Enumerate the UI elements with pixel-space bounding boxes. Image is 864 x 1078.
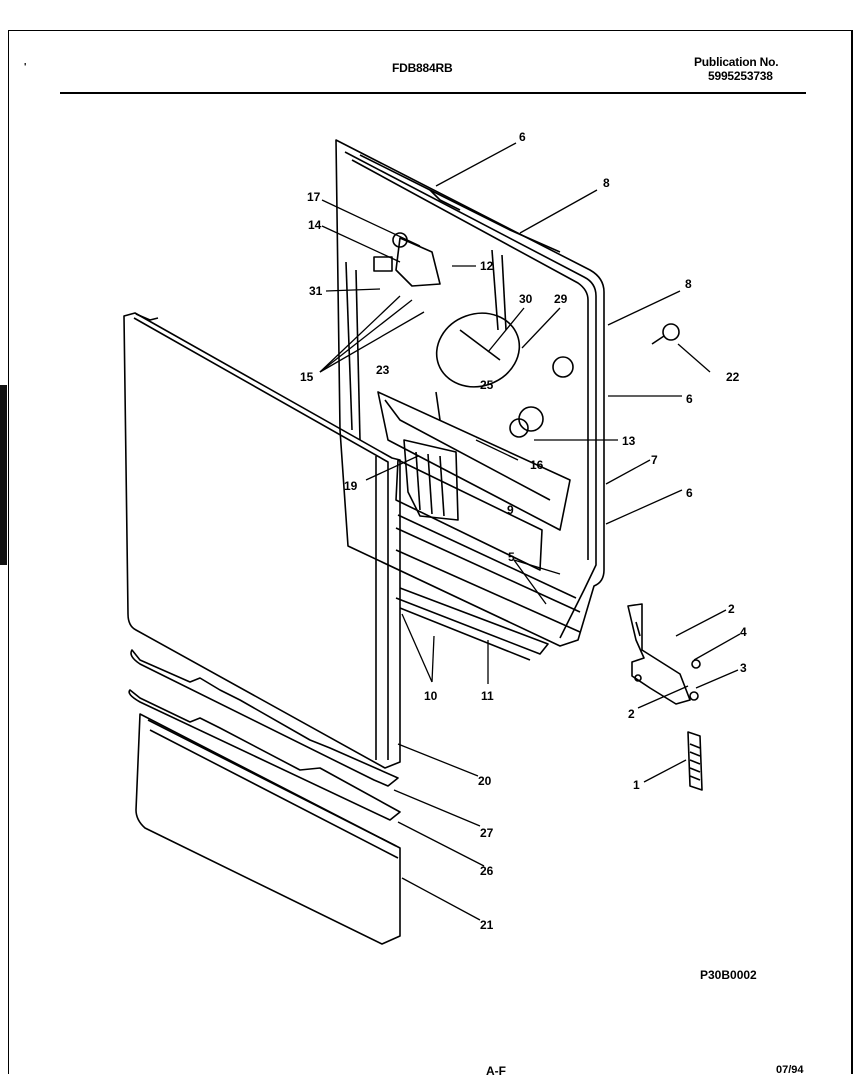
- kickplate: [135, 713, 401, 945]
- latch-assembly: [395, 237, 441, 287]
- callout-7: 7: [651, 453, 658, 467]
- inner-door-rim: [344, 151, 597, 639]
- callout-11: 11: [481, 689, 494, 703]
- callout-23: 23: [376, 363, 390, 377]
- callout-3: 3: [740, 661, 747, 675]
- callout-16: 16: [530, 458, 544, 472]
- callout-15: 15: [300, 370, 314, 384]
- outer-door-panel: [123, 312, 401, 769]
- bottom-channel: [395, 587, 549, 655]
- callout-25: 25: [480, 378, 494, 392]
- page-frame: [8, 30, 853, 1074]
- callout-1: 1: [633, 778, 640, 792]
- callout-31: 31: [309, 284, 323, 298]
- callout-22: 22: [726, 370, 740, 384]
- door-strip-27: [128, 689, 401, 821]
- model-number: FDB884RB: [392, 61, 453, 75]
- header-rule: [60, 92, 806, 94]
- callout-12: 12: [480, 259, 494, 273]
- callout-2a: 2: [728, 602, 735, 616]
- callout-30: 30: [519, 292, 533, 306]
- callout-10: 10: [424, 689, 438, 703]
- callout-5: 5: [508, 550, 515, 564]
- corner-tick: ': [24, 62, 27, 73]
- callout-27: 27: [480, 826, 494, 840]
- vent-hole: [552, 356, 574, 378]
- dispenser-cup: [435, 312, 521, 388]
- diagram-code: P30B0002: [700, 968, 757, 982]
- callout-8a: 8: [603, 176, 610, 190]
- door-spring: [687, 731, 703, 791]
- hinge-bracket: [627, 603, 691, 705]
- callout-2b: 2: [628, 707, 635, 721]
- callout-6a: 6: [519, 130, 526, 144]
- knob-22: [662, 323, 680, 341]
- door-seal-20: [130, 649, 399, 787]
- callout-21: 21: [480, 918, 494, 932]
- callout-13: 13: [622, 434, 636, 448]
- footer-left: A-F: [486, 1064, 506, 1078]
- inner-door-panel: [335, 139, 605, 647]
- callout-8b: 8: [685, 277, 692, 291]
- callout-4: 4: [740, 625, 747, 639]
- callout-19: 19: [344, 479, 358, 493]
- callout-17: 17: [307, 190, 321, 204]
- callout-20: 20: [478, 774, 492, 788]
- scan-edge-bar: [0, 385, 7, 565]
- callout-29: 29: [554, 292, 568, 306]
- callout-6c: 6: [686, 486, 693, 500]
- footer-right: 07/94: [776, 1064, 804, 1076]
- callout-26: 26: [480, 864, 494, 878]
- publication-label: Publication No.: [694, 55, 779, 69]
- callout-14: 14: [308, 218, 322, 232]
- callout-9: 9: [507, 503, 514, 517]
- callout-6b: 6: [686, 392, 693, 406]
- publication-number: 5995253738: [708, 69, 773, 83]
